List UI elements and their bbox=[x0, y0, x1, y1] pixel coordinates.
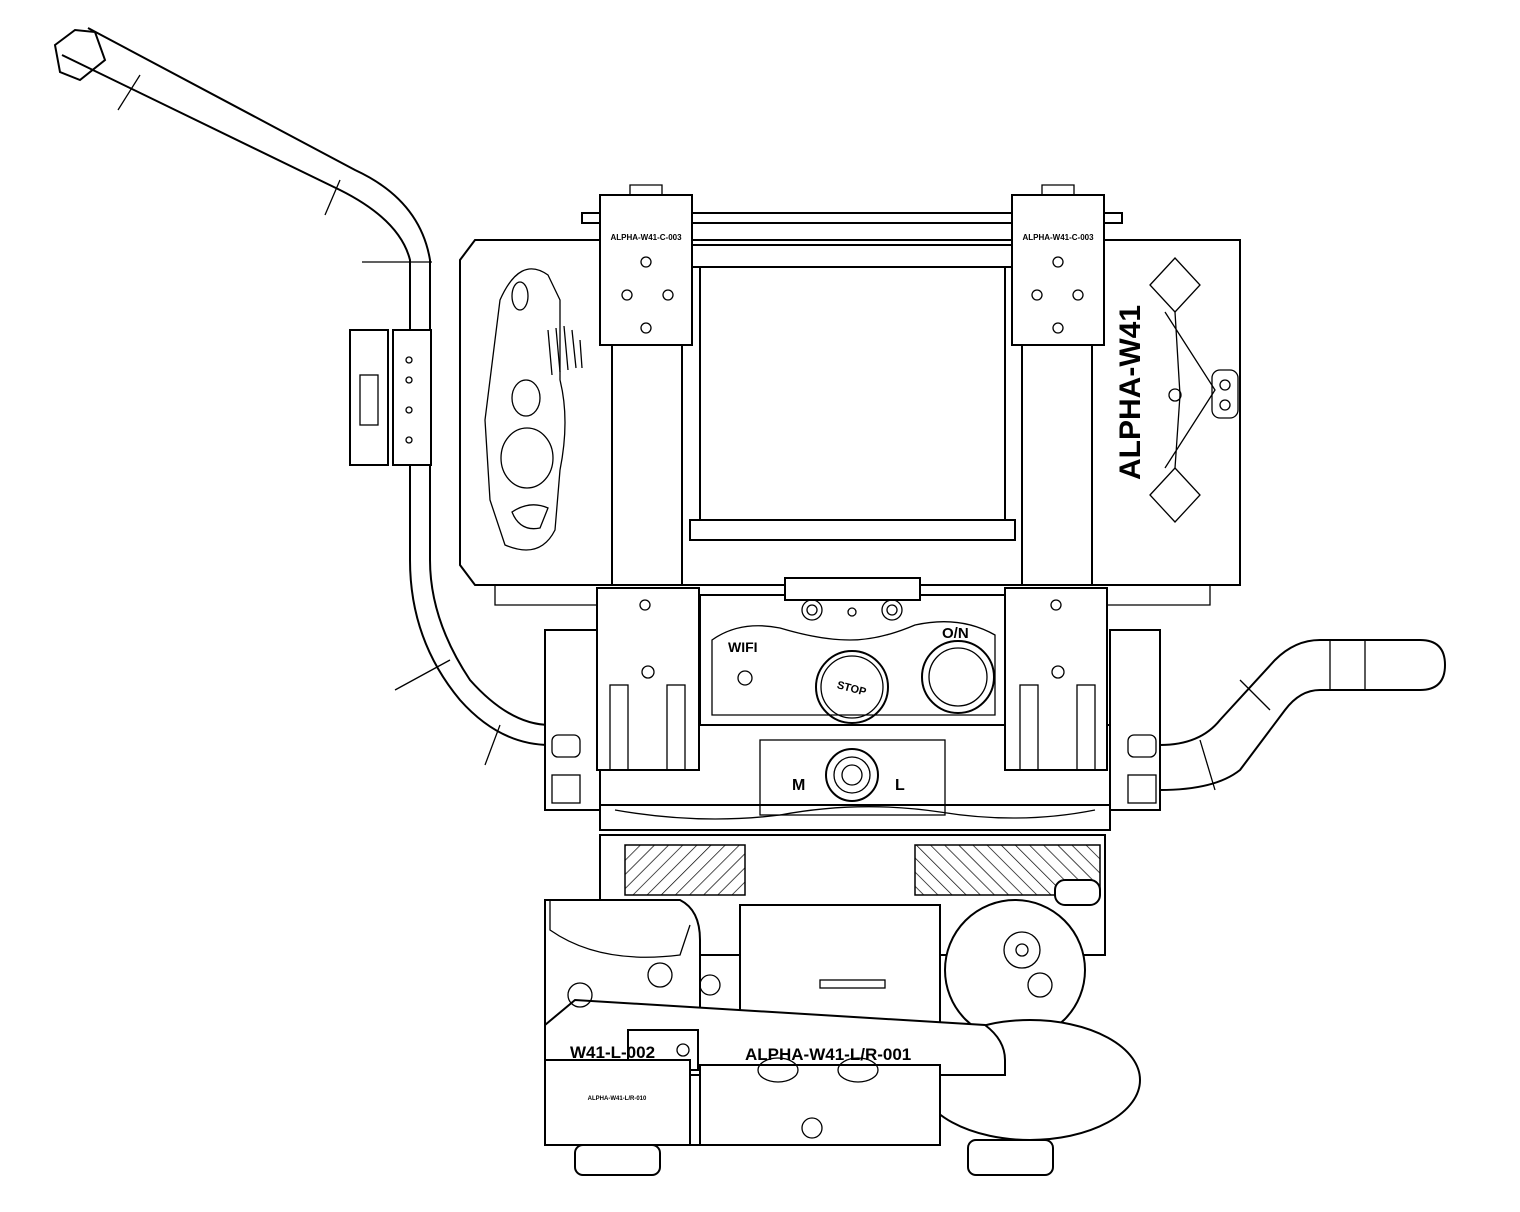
right-handle bbox=[1159, 639, 1447, 791]
on-button[interactable] bbox=[921, 640, 995, 714]
left-side-block bbox=[544, 629, 601, 811]
main-plate-label: ALPHA-W41-L/R-001 bbox=[745, 1045, 911, 1064]
on-label: O/N bbox=[942, 625, 969, 642]
bottom-assembly: W41-L-002 ALPHA-W41-L/R-001 ALPHA-W41-L/… bbox=[544, 879, 1141, 1176]
motor-label: ALPHA-W41-L/R-010 bbox=[588, 1096, 647, 1102]
wifi-label: WIFI bbox=[728, 639, 758, 655]
right-bracket-label: ALPHA-W41-C-003 bbox=[1022, 233, 1094, 242]
stop-button[interactable]: STOP bbox=[815, 650, 889, 724]
mode-l-label: L bbox=[895, 777, 905, 794]
side-panel-label: ALPHA-W41 bbox=[1114, 305, 1147, 480]
left-plate-label: W41-L-002 bbox=[570, 1043, 655, 1062]
top-frame bbox=[581, 212, 1123, 541]
left-lower-clamp bbox=[596, 587, 700, 771]
control-panel: WIFI STOP O/N bbox=[600, 577, 1110, 726]
left-bracket: ALPHA-W41-C-003 bbox=[599, 184, 693, 586]
wifi-indicator-icon bbox=[737, 670, 753, 686]
mode-m-label: M bbox=[792, 777, 805, 794]
right-lower-clamp bbox=[1004, 587, 1108, 771]
left-handle bbox=[53, 27, 551, 766]
right-bracket: ALPHA-W41-C-003 bbox=[1011, 184, 1105, 586]
left-bracket-label: ALPHA-W41-C-003 bbox=[610, 233, 682, 242]
right-side-block bbox=[1109, 629, 1161, 811]
back-panel: ALPHA-W41 bbox=[459, 239, 1241, 606]
mode-selector[interactable]: M L bbox=[759, 739, 946, 816]
